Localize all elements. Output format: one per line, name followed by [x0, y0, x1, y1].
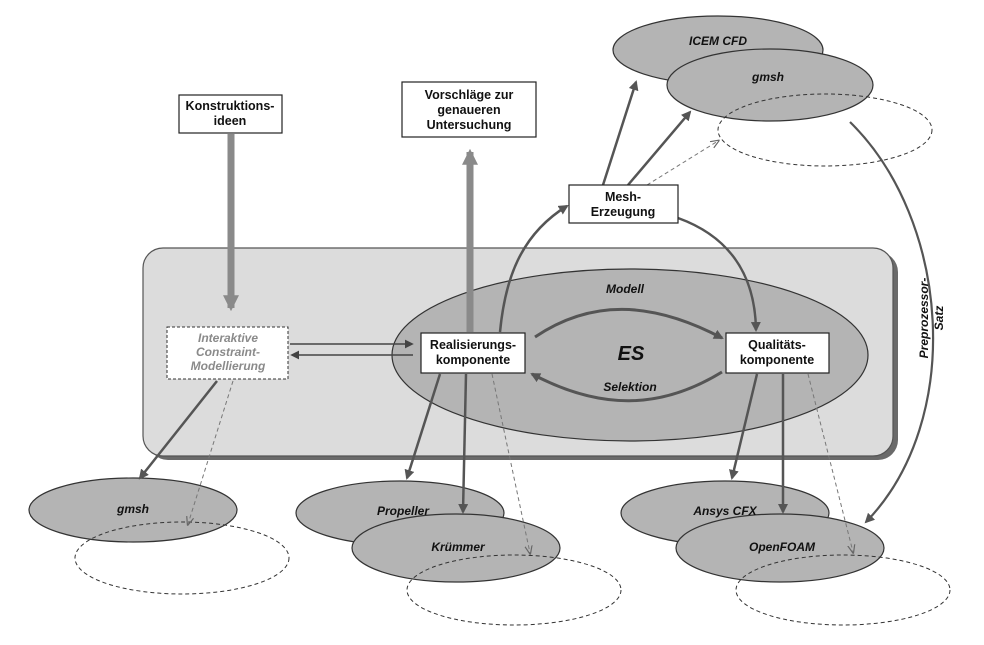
kruemmer-ellipse	[351, 513, 561, 583]
modell-label: Modell	[606, 282, 645, 296]
realization-line-1: Realisierungs-	[430, 338, 516, 352]
box-quality-component: Qualitäts- komponente	[725, 332, 830, 374]
icem-cfd-label: ICEM CFD	[689, 34, 747, 48]
quality-line-1: Qualitäts-	[748, 338, 806, 352]
box-suggestions: Vorschläge zur genaueren Untersuchung	[401, 81, 537, 138]
arrow-realization-to-propeller	[404, 373, 442, 480]
suggestions-line-1: Vorschläge zur	[425, 88, 514, 102]
arrow-selektion	[530, 370, 723, 403]
construction-line-1: Konstruktions-	[186, 99, 275, 113]
constraint-line-3: Modellierung	[191, 359, 266, 373]
arrow-mesh-to-quality	[677, 216, 761, 332]
box-realization-component: Realisierungs- komponente	[420, 332, 526, 374]
arrow-quality-to-ansys	[729, 373, 759, 480]
box-constraint-modeling: Interaktive Constraint- Modellierung	[166, 326, 289, 380]
arrow-realization-to-kruemmer-output	[491, 373, 530, 553]
arrow-preprocessor-set	[849, 121, 935, 524]
openfoam-output-ellipse	[735, 554, 951, 626]
arrow-quality-to-openfoam-output	[807, 373, 853, 552]
arrow-constraint-to-gmsh	[138, 380, 218, 480]
gmsh-top-output-ellipse	[717, 93, 933, 167]
gmsh-bottom-label: gmsh	[116, 502, 149, 516]
selektion-label: Selektion	[603, 380, 656, 394]
arrow-mesh-to-icem	[601, 80, 639, 186]
construction-line-2: ideen	[214, 114, 247, 128]
preprocessor-label-line-2: Satz	[932, 306, 946, 331]
propeller-label: Propeller	[377, 504, 430, 518]
suggestions-line-3: Untersuchung	[427, 118, 512, 132]
openfoam-label: OpenFOAM	[749, 540, 816, 554]
kruemmer-label: Krümmer	[431, 540, 486, 554]
kruemmer-output-ellipse	[406, 554, 622, 626]
gmsh-top-label: gmsh	[751, 70, 784, 84]
box-construction-ideas: Konstruktions- ideen	[178, 94, 283, 134]
es-label: ES	[618, 343, 645, 365]
arrow-constraint-to-gmsh-output	[188, 380, 234, 524]
quality-line-2: komponente	[740, 353, 814, 367]
mesh-line-1: Mesh-	[605, 190, 641, 204]
arrow-realization-to-mesh	[498, 204, 569, 333]
ansys-cfx-label: Ansys CFX	[692, 504, 757, 518]
box-mesh-generation: Mesh- Erzeugung	[568, 184, 679, 224]
openfoam-ellipse	[675, 513, 885, 583]
constraint-line-1: Interaktive	[198, 331, 258, 345]
preprocessor-label-line-1: Preprozessor-	[917, 278, 931, 359]
constraint-line-2: Constraint-	[196, 345, 260, 359]
arrow-mesh-to-gmsh	[627, 110, 692, 186]
arrow-modell	[534, 307, 724, 340]
gmsh-bottom-ellipse	[28, 477, 238, 543]
mesh-line-2: Erzeugung	[591, 205, 656, 219]
suggestions-line-2: genaueren	[437, 103, 500, 117]
realization-line-2: komponente	[436, 353, 510, 367]
gmsh-top-ellipse	[666, 48, 874, 122]
arrow-realization-to-kruemmer	[458, 373, 469, 514]
arrow-mesh-to-gmsh-output	[646, 141, 718, 186]
gmsh-bottom-output-ellipse	[74, 521, 290, 595]
